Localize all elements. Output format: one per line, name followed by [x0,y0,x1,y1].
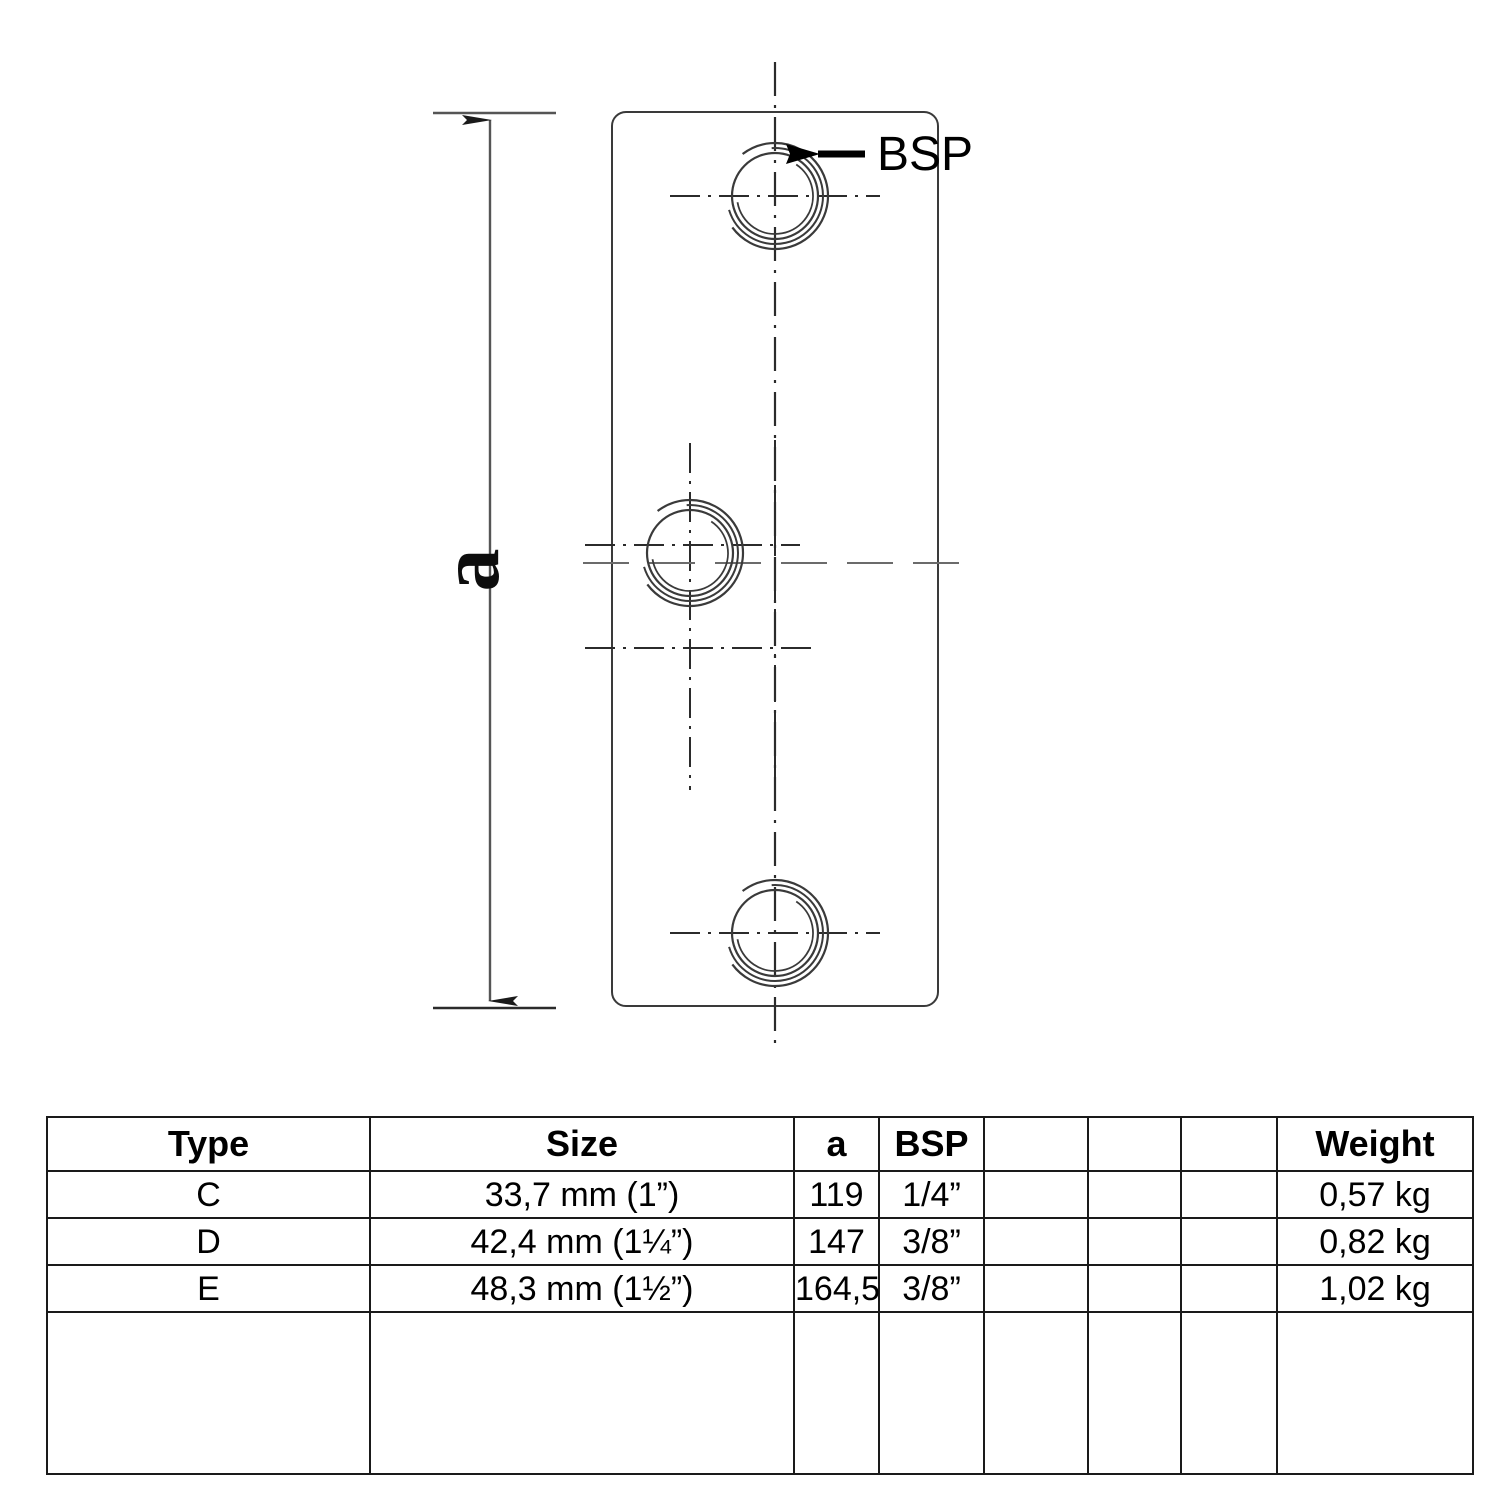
table-row: C 33,7 mm (1”) 119 1/4” 0,57 kg [46,1170,1474,1219]
cell-size: 48,3 mm (1½”) [369,1264,795,1313]
table-header: Type Size a BSP Weight [46,1116,1474,1172]
bottom-threaded-hole [670,878,880,988]
cell-blank-1 [983,1217,1089,1266]
cell-type: D [46,1217,371,1266]
cell-empty [1276,1311,1474,1475]
cell-empty [46,1311,371,1475]
cell-blank-3 [1180,1217,1278,1266]
cell-blank-2 [1087,1170,1182,1219]
middle-threaded-hole [583,440,960,790]
cell-weight: 0,82 kg [1276,1217,1474,1266]
cell-bsp: 3/8” [878,1217,985,1266]
cell-size: 33,7 mm (1”) [369,1170,795,1219]
cell-a: 147 [793,1217,880,1266]
cell-empty [878,1311,985,1475]
cell-weight: 0,57 kg [1276,1170,1474,1219]
cell-weight: 1,02 kg [1276,1264,1474,1313]
header-a: a [793,1116,880,1172]
header-blank-3 [1180,1116,1278,1172]
cell-empty [1180,1311,1278,1475]
cell-blank-3 [1180,1170,1278,1219]
technical-drawing: a BSP [421,62,974,1052]
bsp-callout-label: BSP [877,128,974,181]
table-row: E 48,3 mm (1½”) 164,5 3/8” 1,02 kg [46,1264,1474,1313]
header-type: Type [46,1116,371,1172]
table-header-row: Type Size a BSP Weight [46,1116,1474,1172]
cell-blank-2 [1087,1217,1182,1266]
cell-type: E [46,1264,371,1313]
table-row: D 42,4 mm (1¼”) 147 3/8” 0,82 kg [46,1217,1474,1266]
header-size: Size [369,1116,795,1172]
cell-a: 164,5 [793,1264,880,1313]
cell-empty [1087,1311,1182,1475]
cell-empty [369,1311,795,1475]
header-blank-2 [1087,1116,1182,1172]
header-weight: Weight [1276,1116,1474,1172]
cell-blank-3 [1180,1264,1278,1313]
drawing-canvas [433,62,960,1052]
cell-empty [983,1311,1089,1475]
cell-blank-1 [983,1170,1089,1219]
header-bsp: BSP [878,1116,985,1172]
cell-type: C [46,1170,371,1219]
cell-empty [793,1311,880,1475]
header-blank-1 [983,1116,1089,1172]
dimension-a-label: a [421,548,517,592]
dimension-a [433,111,556,1010]
table-empty-row [46,1311,1474,1475]
cell-size: 42,4 mm (1¼”) [369,1217,795,1266]
cell-blank-1 [983,1264,1089,1313]
cell-a: 119 [793,1170,880,1219]
cell-bsp: 1/4” [878,1170,985,1219]
table-body: C 33,7 mm (1”) 119 1/4” 0,57 kg D 42,4 m… [46,1170,1474,1475]
cell-blank-2 [1087,1264,1182,1313]
cell-bsp: 3/8” [878,1264,985,1313]
specification-table: Type Size a BSP Weight C 33,7 mm (1”) 11… [46,1116,1474,1475]
